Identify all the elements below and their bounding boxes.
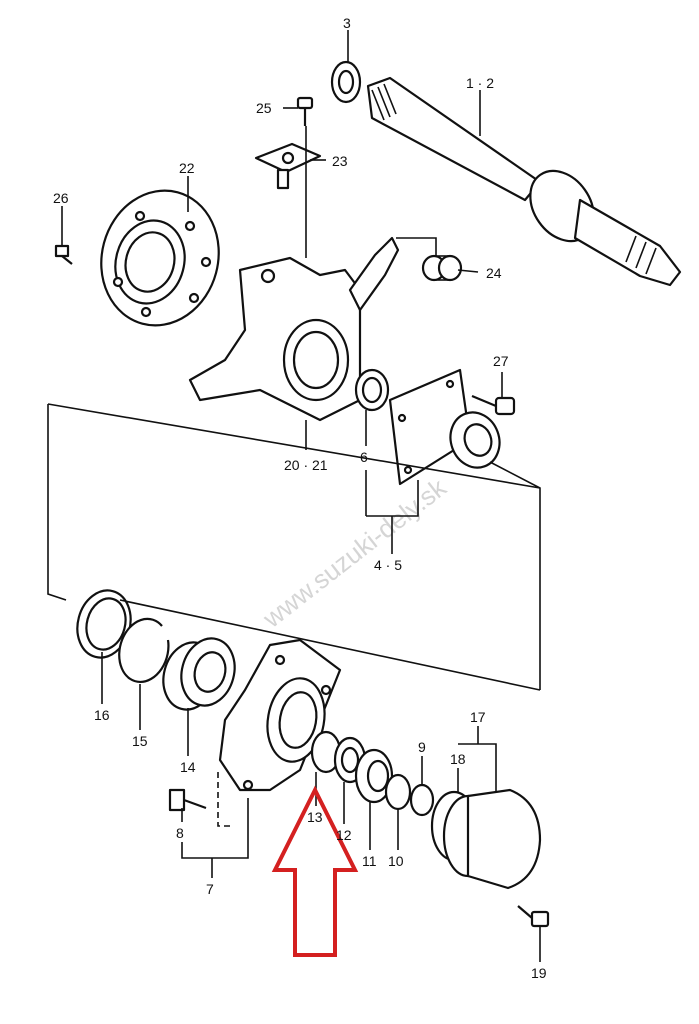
callout-11: 11 xyxy=(362,853,377,869)
part-12-washer xyxy=(333,736,367,784)
part-19-bolt xyxy=(517,905,550,928)
part-10-spacer xyxy=(384,773,412,811)
part-27-bolt xyxy=(471,394,516,416)
part-9-oring xyxy=(409,783,435,817)
callout-24: 24 xyxy=(486,265,502,281)
callout-25: 25 xyxy=(256,100,272,116)
part-6-bushing xyxy=(354,368,390,412)
callout-7: 7 xyxy=(206,881,214,897)
part-26-bolt xyxy=(54,244,73,265)
callout-labels: 3 1 · 2 25 23 22 26 24 27 20 · 21 6 4 · … xyxy=(53,15,547,981)
part-25-bolt xyxy=(296,96,314,126)
part-20-21-knuckle xyxy=(188,236,400,422)
callout-27: 27 xyxy=(493,353,509,369)
callout-10: 10 xyxy=(388,853,404,869)
highlight-arrow xyxy=(271,785,359,957)
callout-6: 6 xyxy=(360,449,368,465)
callout-16: 16 xyxy=(94,707,110,723)
leader-lines xyxy=(47,30,541,962)
part-8-stud xyxy=(168,788,207,812)
callout-22: 22 xyxy=(179,160,195,176)
part-14-bearing xyxy=(162,637,236,711)
callout-19: 19 xyxy=(531,965,547,981)
callout-26: 26 xyxy=(53,190,69,206)
part-1-2-drive-shaft xyxy=(366,76,682,287)
part-11-nut xyxy=(354,748,394,804)
callout-20-21: 20 · 21 xyxy=(284,457,328,473)
callout-1-2: 1 · 2 xyxy=(466,75,494,91)
part-24-bearing xyxy=(421,254,463,282)
part-3-seal xyxy=(330,60,362,104)
part-23-plate xyxy=(254,142,322,190)
part-4-5-spindle xyxy=(388,368,501,486)
callout-17: 17 xyxy=(470,709,486,725)
callout-3: 3 xyxy=(343,15,351,31)
callout-13: 13 xyxy=(307,809,323,825)
part-15-circlip xyxy=(118,617,170,684)
callout-23: 23 xyxy=(332,153,348,169)
part-17-hub-cap xyxy=(442,788,542,890)
callout-18: 18 xyxy=(450,751,466,767)
part-7-hub xyxy=(218,638,342,792)
callout-12: 12 xyxy=(336,827,352,843)
part-22-flange xyxy=(100,189,220,327)
callout-15: 15 xyxy=(132,733,148,749)
watermark-text: www.suzuki-dely.sk xyxy=(256,472,452,634)
callout-9: 9 xyxy=(418,739,426,755)
part-16-ring xyxy=(76,589,132,659)
callout-4-5: 4 · 5 xyxy=(374,557,402,573)
callout-14: 14 xyxy=(180,759,196,775)
callout-8: 8 xyxy=(176,825,184,841)
